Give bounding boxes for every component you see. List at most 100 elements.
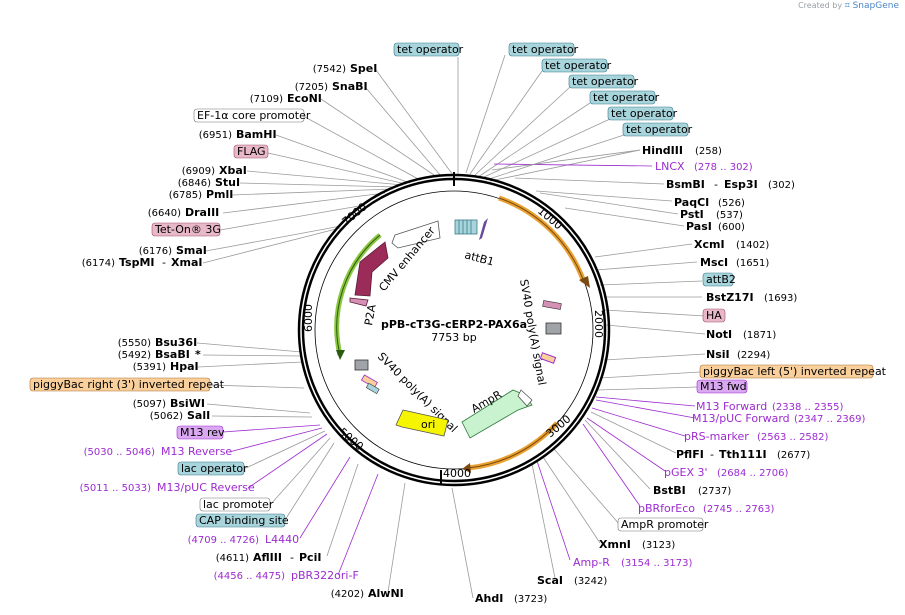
tet-box-6[interactable] [607,106,674,121]
ef1a-box[interactable] [193,108,305,123]
cap-label: CAP binding site [199,514,289,527]
lncx-label[interactable]: LNCX [655,160,685,173]
hindiii-label[interactable]: HindIII [642,144,683,157]
tick-6000: 6000 [302,304,315,332]
pbr322-label[interactable]: pBR322ori-F [291,569,359,582]
noti-label[interactable]: NotI [706,328,732,341]
tspmi-pos: (6174) [82,258,115,269]
lac-marker [365,382,380,395]
m13forward-label[interactable]: M13 Forward [696,400,767,413]
scai-pos: (3242) [574,576,607,587]
sv40-left-block [354,359,369,371]
m13fwd-box[interactable] [696,379,748,394]
xmni-label[interactable]: XmnI [599,538,631,551]
xcmi-label[interactable]: XcmI [694,238,725,251]
inner-scale-circle [314,190,594,470]
pgex3-label[interactable]: pGEX 3' [664,466,708,479]
plasmid-size: 7753 bp [431,331,476,344]
m13puc-rev-label[interactable]: M13/pUC Reverse [157,481,255,494]
sali-label[interactable]: SalI [187,409,210,422]
nsii-label[interactable]: NsiI [706,348,730,361]
tet-box-7[interactable] [622,122,689,137]
credit-brand: SnapGene [852,1,899,11]
spei-label[interactable]: SpeI [350,62,377,75]
bsu36i-label[interactable]: Bsu36I [155,336,197,349]
stui-label[interactable]: StuI [215,176,240,189]
tet-box-3[interactable] [541,58,608,73]
m13rev-box[interactable] [176,425,224,440]
ef1a-promoter-shape [391,220,441,249]
ha-box[interactable] [702,308,726,323]
bstbi-label[interactable]: BstBI [653,484,686,497]
snabi-pos: (7205) [295,82,328,93]
snapgene-logo: ⌗ SnapGene [844,1,899,11]
pcii-label[interactable]: PciI [299,551,321,564]
bamhi-pos: (6951) [199,130,232,141]
pasi-label[interactable]: PasI [686,220,712,233]
hpai-label[interactable]: HpaI [170,360,199,373]
ampr-primer-pos: (3154 .. 3173) [621,558,693,569]
econi-label[interactable]: EcoNI [287,92,322,105]
esp3i-label[interactable]: Esp3I [724,178,758,191]
bamhi-label[interactable]: BamHI [236,128,277,141]
m13reverse-label[interactable]: M13 Reverse [161,445,232,458]
left-labels: (7542) SpeI (7205) SnaBI (7109) EcoNI (6… [80,62,404,600]
tet-box-2[interactable] [508,42,575,57]
cap-box[interactable] [195,513,286,528]
lacop-label: lac operator [181,462,248,475]
tet-box-1[interactable] [393,42,460,57]
ahdi-label[interactable]: AhdI [475,592,503,605]
bsmbi-label[interactable]: BsmBI [666,178,705,191]
pb-right-marker [360,374,378,389]
leader-lines [196,54,706,599]
bsu36i-pos: (5550) [118,338,151,349]
l4440-label[interactable]: L4440 [265,533,299,546]
paqci-label[interactable]: PaqCI [674,196,709,209]
m13forward-pos: (2338 .. 2355) [772,402,844,413]
smai-label[interactable]: SmaI [176,244,207,257]
tet-label-7: tet operator [626,123,693,136]
scai-label[interactable]: ScaI [537,574,563,587]
prs-label[interactable]: pRS-marker [684,430,749,443]
attb2-box[interactable] [702,272,734,287]
lacop-box[interactable] [177,461,245,476]
lacprom-box[interactable] [199,497,271,512]
smai-pos: (6176) [139,246,172,257]
cmv-enhancer-arrow [354,241,389,297]
pflfi-label[interactable]: PflFI [676,448,704,461]
pb-right-box[interactable] [29,377,211,392]
attb1-label: attB1 [463,248,495,268]
alwni-label[interactable]: AlwNI [368,587,404,600]
amprprom-box[interactable] [617,517,704,532]
p2a-label: P2A [362,303,379,327]
flag-box[interactable] [233,144,269,159]
pmli-pos: (6785) [169,190,202,201]
m13puc-fwd-label[interactable]: M13/pUC Forward [692,412,790,425]
psti-label[interactable]: PstI [680,208,704,221]
xbai-label[interactable]: XbaI [219,164,247,177]
amprprom-label: AmpR promoter [621,518,709,531]
ampr-primer-label[interactable]: Amp-R [573,556,610,569]
draiii-label[interactable]: DraIII [185,206,219,219]
right-labels: AhdI (3723) ScaI (3242) Amp-R (3154 .. 3… [475,144,866,605]
tet-box-5[interactable] [589,90,656,105]
msci-label[interactable]: MscI [700,256,728,269]
bstz17i-label[interactable]: BstZ17I [706,291,754,304]
teton-box[interactable] [151,222,221,237]
bstbi-pos: (2737) [698,486,731,497]
tth111i-label[interactable]: Tth111I [719,448,767,461]
pmli-label[interactable]: PmlI [206,188,233,201]
snabi-label[interactable]: SnaBI [332,80,368,93]
afliii-label[interactable]: AflIII [253,551,282,564]
xcmi-pos: (1402) [736,240,769,251]
m13rev-label: M13 rev [180,426,225,439]
bsiwi-label[interactable]: BsiWI [170,397,205,410]
tspmi-label[interactable]: TspMI [119,256,155,269]
bsabi-label[interactable]: BsaBI [155,348,190,361]
xmai-label[interactable]: XmaI [171,256,202,269]
prs-pos: (2563 .. 2582) [757,432,829,443]
pbrforeco-label[interactable]: pBRforEco [638,502,695,515]
pb-left-box[interactable] [699,364,874,379]
tet-box-4[interactable] [568,74,635,89]
